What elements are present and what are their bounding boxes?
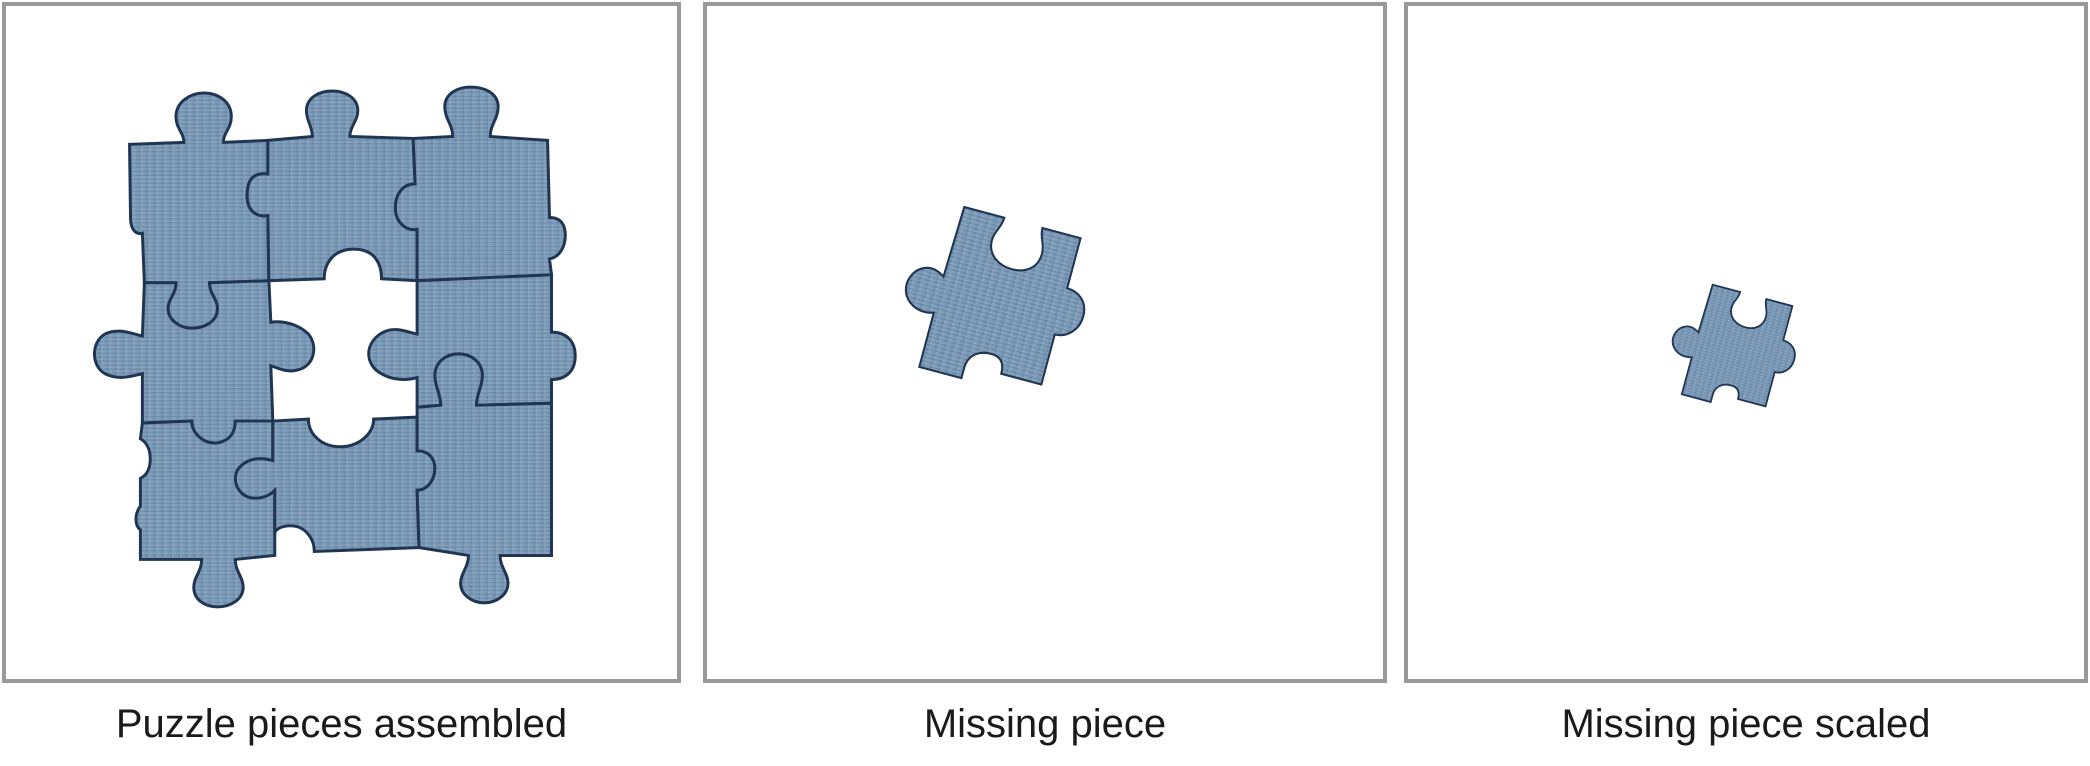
puzzle-piece-top-right — [393, 85, 567, 283]
missing-piece-scaled-image — [1671, 283, 1796, 408]
puzzle-piece-large — [904, 205, 1086, 386]
missing-piece-image — [904, 205, 1086, 386]
puzzle-piece-bottom-right — [415, 352, 553, 605]
missing-piece-panel — [703, 2, 1387, 683]
assembled-puzzle-panel — [2, 2, 681, 683]
puzzle-assembled-image — [92, 85, 577, 609]
puzzle-piece-bottom-middle — [234, 415, 437, 554]
puzzle-piece-bottom-left — [134, 419, 277, 609]
missing-piece-scaled-panel — [1404, 2, 2088, 683]
caption-missing-piece-scaled: Missing piece scaled — [1561, 702, 1931, 746]
puzzle-piece-top-middle — [245, 89, 419, 283]
puzzle-piece-middle-left — [92, 279, 316, 445]
caption-missing-piece: Missing piece — [923, 702, 1167, 746]
puzzle-piece-small — [1671, 283, 1796, 408]
caption-assembled: Puzzle pieces assembled — [115, 702, 568, 746]
